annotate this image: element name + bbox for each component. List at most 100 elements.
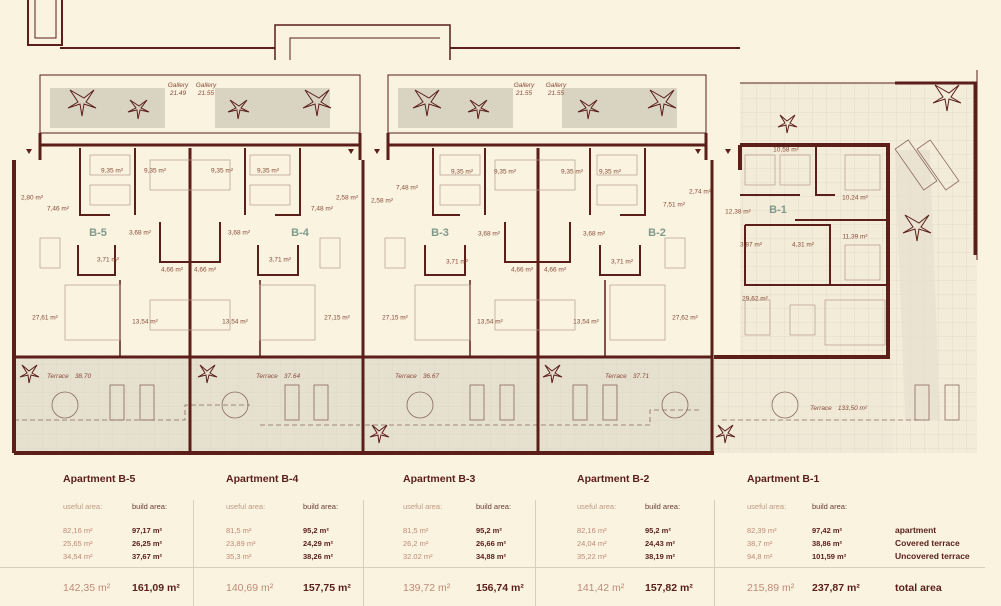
room-area: 3,71 m² bbox=[268, 256, 292, 264]
room-area: 4,66 m² bbox=[543, 266, 567, 274]
room-area: 3,68 m² bbox=[582, 230, 606, 238]
useful-area-header: useful area: bbox=[577, 502, 617, 511]
useful-area-header: useful area: bbox=[747, 502, 787, 511]
build-value: 24,29 m² bbox=[303, 539, 334, 548]
room-area: 9,35 m² bbox=[256, 167, 280, 175]
useful-value: 82,16 m² bbox=[63, 526, 93, 535]
terrace-furniture bbox=[14, 139, 960, 426]
room-area: 12,38 m² bbox=[725, 208, 751, 216]
room-area: 9,35 m² bbox=[450, 168, 474, 176]
room-area: 13,54 m² bbox=[132, 318, 158, 326]
walls bbox=[12, 70, 978, 455]
room-area: 3,71 m² bbox=[610, 258, 634, 266]
apartment-title: Apartment B-3 bbox=[403, 473, 476, 485]
useful-value: 38,7 m² bbox=[747, 539, 773, 548]
build-total: 156,74 m² bbox=[476, 582, 524, 594]
room-area: 9,35 m² bbox=[143, 167, 167, 175]
useful-area-header: useful area: bbox=[403, 502, 443, 511]
apartment-title: Apartment B-1 bbox=[747, 473, 820, 485]
useful-value: 94,8 m² bbox=[747, 552, 773, 561]
row-label-covered-terrace: Covered terrace bbox=[895, 538, 960, 548]
build-area-header: build area: bbox=[132, 502, 168, 511]
build-area-header: build area: bbox=[303, 502, 339, 511]
room-area: 13,54 m² bbox=[477, 318, 503, 326]
room-area: 3,71 m² bbox=[96, 256, 120, 264]
useful-total: 142,35 m² bbox=[63, 582, 111, 594]
room-area: 3,68 m² bbox=[477, 230, 501, 238]
interior-furniture bbox=[39, 154, 886, 346]
build-area-header: build area: bbox=[645, 502, 681, 511]
build-area-header: build area: bbox=[476, 502, 512, 511]
build-value: 24,43 m² bbox=[645, 539, 676, 548]
build-value: 26,25 m² bbox=[132, 539, 163, 548]
useful-value: 82,39 m² bbox=[747, 526, 777, 535]
useful-total: 139,72 m² bbox=[403, 582, 451, 594]
useful-value: 32.02 m² bbox=[403, 552, 433, 561]
unit-label-b3: B-3 bbox=[431, 227, 449, 239]
useful-value: 34,54 m² bbox=[63, 552, 93, 561]
top-structures bbox=[27, 0, 740, 60]
room-area: 27,15 m² bbox=[324, 314, 350, 322]
room-area: 27,15 m² bbox=[382, 314, 408, 322]
room-area: 13,54 m² bbox=[222, 318, 248, 326]
build-value: 97,17 m² bbox=[132, 526, 163, 535]
room-area: 9,35 m² bbox=[100, 167, 124, 175]
room-area: 13,54 m² bbox=[573, 318, 599, 326]
build-total: 157,82 m² bbox=[645, 582, 693, 594]
room-area: 27,61 m² bbox=[32, 314, 58, 322]
build-value: 95,2 m² bbox=[303, 526, 329, 535]
room-area: 27,62 m² bbox=[672, 314, 698, 322]
useful-value: 25,65 m² bbox=[63, 539, 93, 548]
room-area: 7,48 m² bbox=[310, 205, 334, 213]
palm-tree-icons bbox=[19, 84, 962, 444]
room-area: 4,66 m² bbox=[160, 266, 184, 274]
room-area: 9,35 m² bbox=[493, 168, 517, 176]
useful-value: 26,2 m² bbox=[403, 539, 429, 548]
useful-value: 81,5 m² bbox=[403, 526, 429, 535]
build-value: 38,19 m² bbox=[645, 552, 676, 561]
divider bbox=[363, 500, 364, 606]
build-total: 237,87 m² bbox=[812, 582, 860, 594]
useful-value: 82,16 m² bbox=[577, 526, 607, 535]
apartment-title: Apartment B-5 bbox=[63, 473, 136, 485]
room-area: 7,51 m² bbox=[662, 201, 686, 209]
room-area: 4,66 m² bbox=[193, 266, 217, 274]
useful-value: 35,3 m² bbox=[226, 552, 252, 561]
unit-label-b5: B-5 bbox=[89, 227, 107, 239]
row-label-uncovered-terrace: Uncovered terrace bbox=[895, 551, 970, 561]
room-area: 3,68 m² bbox=[227, 229, 251, 237]
unit-label-b4: B-4 bbox=[291, 227, 309, 239]
unit-label-b2: B-2 bbox=[648, 227, 666, 239]
room-area: 10,24 m² bbox=[842, 194, 868, 202]
build-value: 37,67 m² bbox=[132, 552, 163, 561]
useful-value: 81,5 m² bbox=[226, 526, 252, 535]
useful-total: 141,42 m² bbox=[577, 582, 625, 594]
galleries bbox=[39, 74, 707, 134]
build-value: 38,86 m² bbox=[812, 539, 843, 548]
build-value: 26,66 m² bbox=[476, 539, 507, 548]
useful-area-header: useful area: bbox=[226, 502, 266, 511]
room-area: 2,58 m² bbox=[370, 197, 394, 205]
floor-plan-drawing bbox=[12, 0, 978, 455]
room-area: 29,62 m² bbox=[742, 295, 768, 303]
useful-value: 23,89 m² bbox=[226, 539, 256, 548]
room-area: 2,80 m² bbox=[20, 194, 44, 202]
room-area: 4,66 m² bbox=[510, 266, 534, 274]
room-area: 2,74 m² bbox=[688, 188, 712, 196]
room-area: 10,58 m² bbox=[773, 146, 799, 154]
apartment-title: Apartment B-4 bbox=[226, 473, 299, 485]
row-label-apartment: apartment bbox=[895, 525, 937, 535]
divider bbox=[193, 500, 194, 606]
room-area: 9,35 m² bbox=[598, 168, 622, 176]
build-value: 95,2 m² bbox=[645, 526, 671, 535]
useful-value: 35,22 m² bbox=[577, 552, 607, 561]
unit-label-b1: B-1 bbox=[769, 204, 787, 216]
